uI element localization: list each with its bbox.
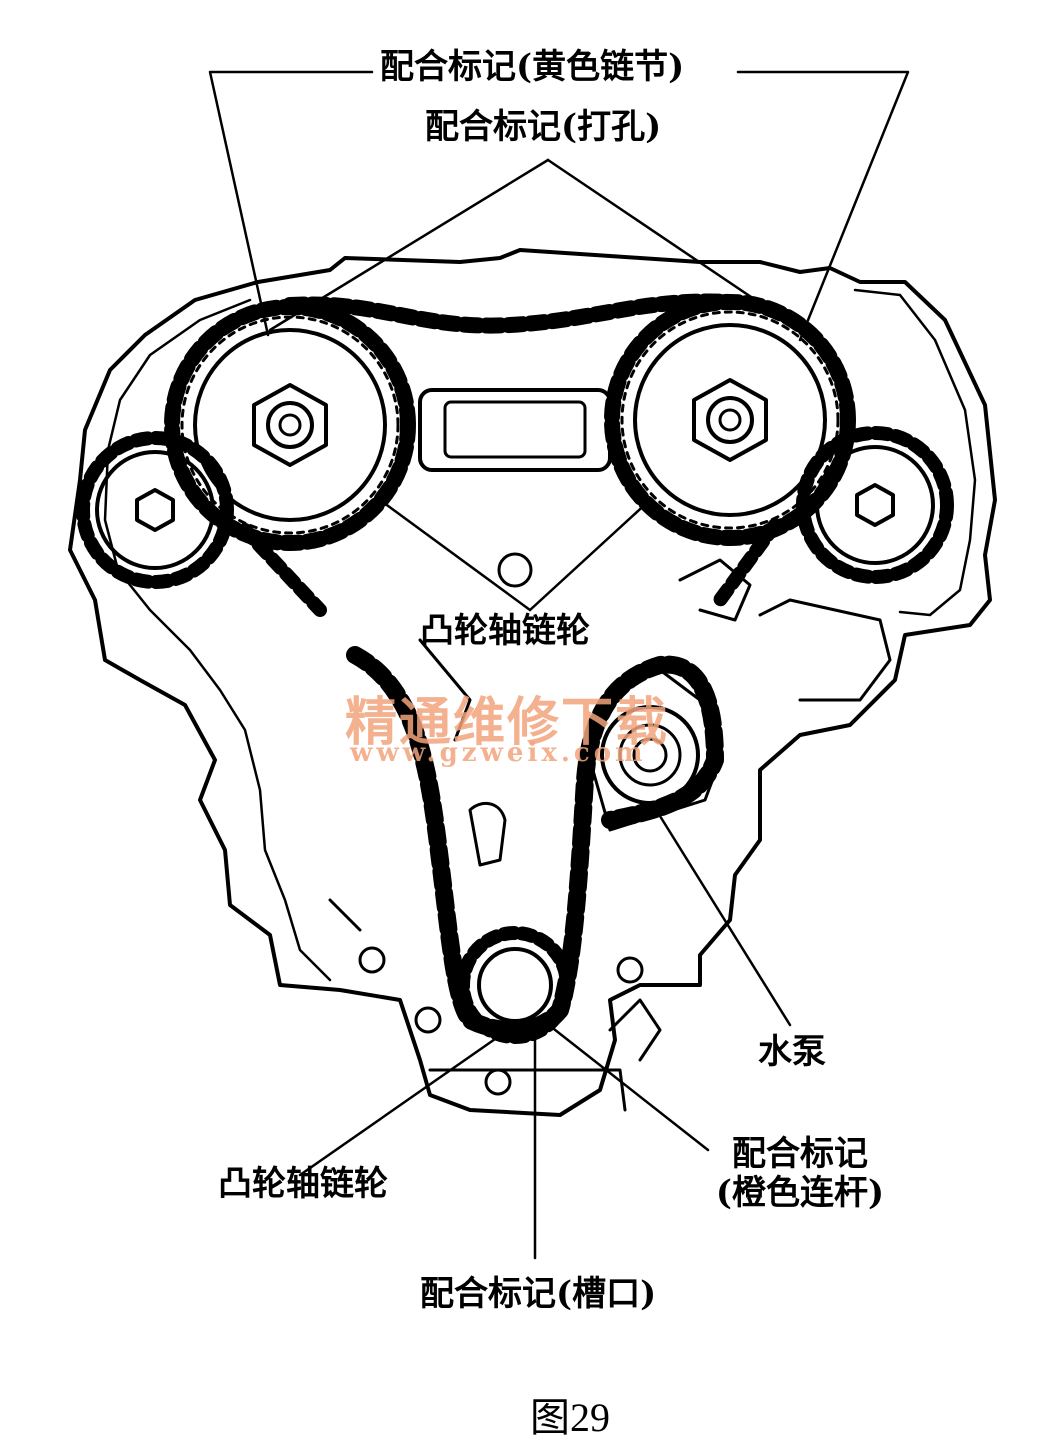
lower-chain <box>346 646 724 1040</box>
right-cam-bolt <box>692 378 768 462</box>
label-mark-orange-link-line1: 配合标记 <box>732 1134 868 1174</box>
label-mark-orange-link-line2: (橙色连杆) <box>715 1173 885 1214</box>
label-mark-orange-link: 配合标记 (橙色连杆) <box>700 1134 900 1214</box>
figure-caption: 图29 <box>530 1395 610 1440</box>
right-cam-sprocket-body <box>633 323 827 517</box>
watermark-url: www.gzweix.com <box>350 738 647 768</box>
engine-right-inner <box>853 288 977 617</box>
label-cam-sprocket-upper: 凸轮轴链轮 <box>420 611 590 651</box>
left-cam-sprocket-body <box>193 328 387 522</box>
label-mark-punch: 配合标记(打孔) <box>425 107 662 147</box>
engine-inner-outline <box>103 298 332 982</box>
label-cam-sprocket-lower: 凸轮轴链轮 <box>218 1164 388 1204</box>
engine-block-outline <box>68 248 997 1117</box>
label-water-pump: 水泵 <box>758 1032 826 1072</box>
left-cam-bolt <box>252 383 328 467</box>
watermark-title: 精通维修下载 <box>345 692 670 753</box>
water-pump-pulley <box>600 705 700 805</box>
crank-sprocket <box>477 947 553 1023</box>
label-mark-yellow-link: 配合标记(黄色链节) <box>380 47 685 87</box>
upper-chain <box>282 293 738 334</box>
label-mark-notch: 配合标记(槽口) <box>420 1274 657 1314</box>
